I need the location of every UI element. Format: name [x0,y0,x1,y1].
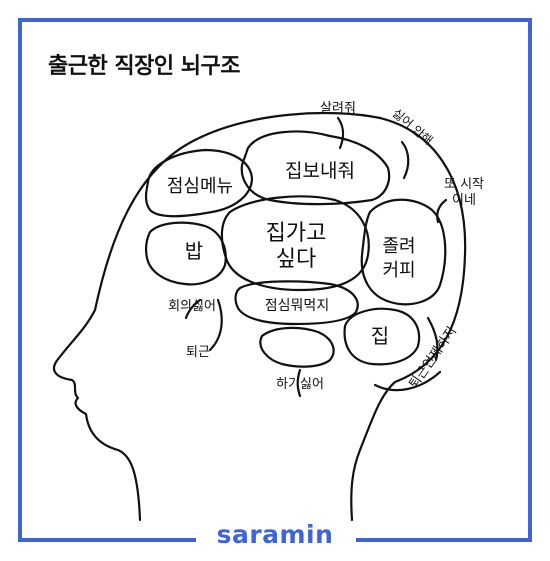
region-lower-mid-label: 점심뭐먹지 [265,298,329,314]
head-outline [93,111,467,522]
region-lower-left-outline [259,326,335,368]
annotation-dont-want: 싫어 안해 [390,106,436,148]
region-center-label-1: 집가고 [266,221,327,246]
line-leave-work [208,298,223,352]
brand-logo: saramin [216,520,334,549]
region-top-label: 집보내줘 [285,160,355,182]
annotation-when-leave: 퇴근언제하지 [406,324,459,391]
region-right-label-1: 졸려 [382,236,415,257]
annotation-leave-work: 퇴근 [186,345,210,360]
region-lower-mid-outline [234,280,359,326]
frame-left [18,18,22,542]
frame-bottom-left [18,538,196,542]
annotation-save-me: 살려줘 [320,101,356,116]
region-center-label-2: 싶다 [276,247,316,272]
line-when-leave [426,316,439,362]
line-dont-want-do [296,368,302,398]
annotation-again-1: 또 시작 [444,177,484,192]
region-right-label-2: 커피 [382,260,415,281]
region-upper-left-label: 점심메뉴 [167,176,233,197]
annotation-dont-want-do: 하기싫어 [276,377,324,392]
region-left-label: 밥 [185,239,203,263]
annotation-again-2: 이네 [452,193,476,208]
annotation-meeting: 회의싫어 [168,299,216,314]
region-upper-left-outline [144,148,254,218]
region-lower-right-label: 집 [371,324,389,348]
frame-bottom-right [356,538,532,542]
line-save-me [336,116,345,150]
region-left-outline [144,221,227,286]
frame-right [528,18,532,542]
line-meeting [184,298,202,320]
region-right-outline [360,198,447,306]
region-lower-right-outline [343,307,421,366]
line-dont-want [400,140,410,180]
frame-top [18,18,532,22]
face-profile [52,308,142,522]
line-again [436,198,448,224]
page-title: 출근한 직장인 뇌구조 [48,54,240,79]
